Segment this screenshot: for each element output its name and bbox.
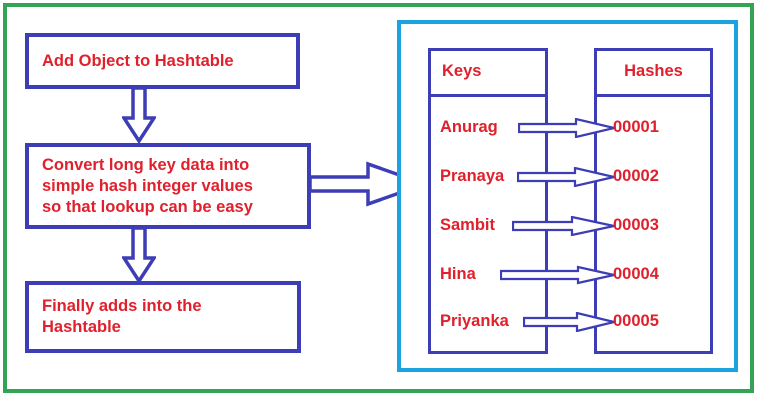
flow-box-convert-key-data: Convert long key data into simple hash i… xyxy=(25,143,311,229)
flow-box-convert-line-2: simple hash integer values xyxy=(42,176,253,195)
key-label-4: Priyanka xyxy=(440,312,509,330)
flow-box-convert-line-1: Convert long key data into xyxy=(42,155,250,174)
row-arrow-1-icon xyxy=(517,167,615,187)
row-arrow-4-icon xyxy=(523,312,615,332)
hashtable-panel xyxy=(397,20,738,372)
key-label-3: Hina xyxy=(440,265,476,283)
flow-box-convert-line-3: so that lookup can be easy xyxy=(42,197,253,216)
key-label-1: Pranaya xyxy=(440,167,505,185)
key-label-2: Sambit xyxy=(440,216,496,234)
flow-box-finally-adds: Finally adds into the Hashtable xyxy=(25,281,301,353)
hashes-column xyxy=(594,48,713,354)
hash-label-2: 00003 xyxy=(613,216,659,234)
keys-column-header: Keys xyxy=(428,48,548,97)
row-arrow-2-icon xyxy=(512,216,615,236)
arrow-convert-to-final-icon xyxy=(122,228,156,283)
arrow-add-to-convert-icon xyxy=(122,88,156,143)
flow-box-final-line-1: Finally adds into the xyxy=(42,297,202,315)
hash-label-3: 00004 xyxy=(613,265,659,283)
row-arrow-3-icon xyxy=(500,265,615,285)
outer-frame xyxy=(3,3,754,393)
hash-label-4: 00005 xyxy=(613,312,659,330)
flow-box-add-object-line-1: Add Object to Hashtable xyxy=(42,51,234,70)
keys-column xyxy=(428,48,548,354)
row-arrow-0-icon xyxy=(518,118,615,138)
flow-box-add-object: Add Object to Hashtable xyxy=(25,33,300,89)
key-label-0: Anurag xyxy=(440,118,498,136)
hash-label-1: 00002 xyxy=(613,167,659,185)
hash-label-0: 00001 xyxy=(613,118,659,136)
hashes-column-header: Hashes xyxy=(594,48,713,97)
arrow-convert-to-table-icon xyxy=(308,161,428,207)
flow-box-final-line-2: Hashtable xyxy=(42,318,121,336)
